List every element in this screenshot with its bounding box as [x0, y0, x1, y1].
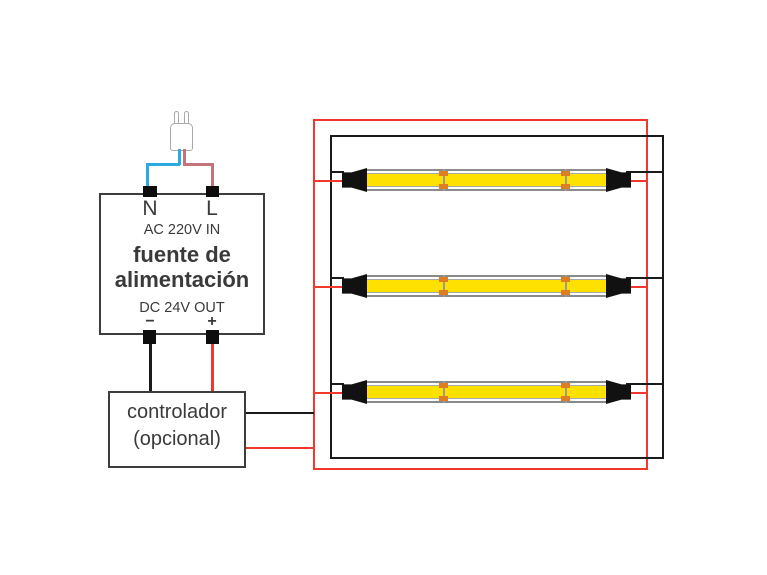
terminal-positive [206, 330, 219, 344]
strip-edge [366, 169, 607, 171]
strip-3-positive-wire-left [313, 392, 347, 394]
cob-led-band [366, 173, 607, 187]
strip-1-positive-wire-left [313, 180, 347, 182]
controller-box [108, 391, 246, 468]
strip-3-negative-wire-left [330, 383, 344, 385]
solder-pad [439, 290, 448, 295]
plug-prong-right-icon [184, 111, 189, 126]
live-wire-segment [211, 163, 214, 189]
terminal-l [206, 186, 219, 197]
solder-pad [439, 171, 448, 176]
strip-2-positive-wire-right [626, 286, 648, 288]
neutral-wire-segment [178, 149, 181, 165]
dc-negative-wire [149, 343, 152, 392]
terminal-n [143, 186, 157, 197]
strip-edge [366, 189, 607, 191]
strip-2-negative-wire-right [626, 277, 664, 279]
controller-label-line1: controlador [126, 401, 228, 423]
plug-prong-left-icon [174, 111, 179, 126]
solder-pad [439, 184, 448, 189]
solder-pad [561, 184, 570, 189]
solder-pad [439, 383, 448, 388]
cut-line [443, 381, 445, 403]
positive-terminal-label: + [207, 313, 217, 330]
controller-positive-wire [244, 447, 315, 449]
negative-bus-loop [330, 135, 664, 459]
power-supply-name-line2: alimentación [114, 267, 250, 292]
ac-plug-icon [170, 123, 193, 151]
solder-pad [561, 396, 570, 401]
led-strip-2 [366, 275, 607, 297]
solder-pad [561, 290, 570, 295]
neutral-wire-segment [146, 163, 149, 189]
solder-pad [561, 383, 570, 388]
cut-line [565, 275, 567, 297]
strip-edge [366, 295, 607, 297]
led-strip-1 [366, 169, 607, 191]
strip-2-negative-wire-left [330, 277, 344, 279]
strip-2-positive-wire-left [313, 286, 347, 288]
negative-terminal-label: − [145, 313, 155, 330]
solder-pad [561, 277, 570, 282]
neutral-wire-segment [146, 163, 180, 166]
ac-input-label: AC 220V IN [143, 222, 221, 238]
terminal-l-label: L [206, 197, 218, 220]
cob-led-band [366, 385, 607, 399]
strip-1-negative-wire-right [626, 171, 664, 173]
terminal-negative [143, 330, 156, 344]
strip-1-positive-wire-right [626, 180, 648, 182]
dc-output-label: DC 24V OUT [139, 300, 225, 316]
dc-positive-wire [211, 343, 214, 392]
power-supply-name-line1: fuente de [133, 242, 231, 267]
solder-pad [561, 171, 570, 176]
cut-line [443, 169, 445, 191]
solder-pad [439, 277, 448, 282]
strip-3-negative-wire-right [626, 383, 664, 385]
strip-1-negative-wire-left [330, 171, 344, 173]
positive-bus-loop [313, 119, 648, 470]
live-wire-segment [183, 163, 214, 166]
strip-3-positive-wire-right [626, 392, 648, 394]
terminal-n-label: N [142, 197, 158, 220]
live-wire-segment [183, 149, 186, 165]
strip-edge [366, 275, 607, 277]
cut-line [565, 169, 567, 191]
strip-edge [366, 381, 607, 383]
strip-edge [366, 401, 607, 403]
controller-label-line2: (opcional) [133, 428, 221, 450]
cut-line [565, 381, 567, 403]
cut-line [443, 275, 445, 297]
solder-pad [439, 396, 448, 401]
cob-led-band [366, 279, 607, 293]
controller-negative-wire [244, 412, 314, 414]
power-supply-box [99, 193, 265, 335]
led-strip-3 [366, 381, 607, 403]
